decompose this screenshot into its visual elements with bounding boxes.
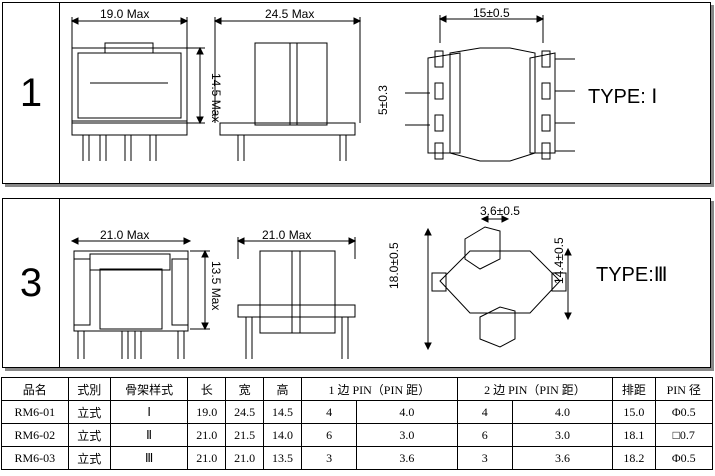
dim-width: 19.0 Max (100, 7, 149, 21)
cell: 3.0 (511, 423, 614, 447)
cell: 4 (456, 400, 513, 424)
cell: 6 (301, 423, 358, 447)
dim-right: 14.4±0.5 (552, 237, 566, 284)
type-3-drawing: 21.0 Max 13.5 Max 21.0 Max 3.6 (70, 204, 668, 359)
cell: 4.0 (356, 400, 458, 424)
front-view (70, 237, 210, 359)
side-view (213, 17, 362, 161)
dim-pin-spacing: 5±0.3 (376, 85, 390, 115)
cell: 19.0 (187, 400, 227, 424)
col-header: 式別 (67, 377, 111, 401)
cell: 3.0 (356, 423, 458, 447)
dim-pin-spacing: 3.6±0.5 (480, 204, 520, 218)
cell: 21.0 (187, 446, 227, 470)
cell: 15.0 (612, 400, 656, 424)
cell: 3 (301, 446, 358, 470)
col-header: PIN 径 (654, 377, 714, 401)
table-row: RM6-01 立式 Ⅰ 19.0 24.5 14.5 4 4.0 4 4.0 1… (1, 400, 714, 424)
dim-height: 13.5 Max (209, 261, 223, 310)
cell: RM6-03 (1, 446, 69, 470)
table-row: RM6-03 立式 Ⅲ 21.0 21.0 13.5 3 3.6 3 3.6 1… (1, 446, 714, 470)
bottom-view (424, 215, 572, 351)
cell: 立式 (67, 446, 111, 470)
drawing-panel-type-1: 1 19.0 Max 14.5 Max (2, 2, 711, 184)
cell: 立式 (67, 400, 111, 424)
col-header: 骨架样式 (109, 377, 189, 401)
panel-number: 3 (3, 199, 60, 367)
cell: 21.0 (187, 423, 227, 447)
cell: 立式 (67, 423, 111, 447)
cell: 4 (301, 400, 358, 424)
panel-number: 1 (3, 3, 60, 183)
dim-pitch: 15±0.5 (473, 6, 510, 20)
side-view (236, 237, 357, 359)
cell: 4.0 (511, 400, 614, 424)
type-1-drawing: 19.0 Max 14.5 Max 24.5 Max (70, 6, 657, 162)
cell: 18.2 (612, 446, 656, 470)
cell: 18.1 (612, 423, 656, 447)
table-row: RM6-02 立式 Ⅱ 21.0 21.5 14.0 6 3.0 6 3.0 1… (1, 423, 714, 447)
dim-height: 14.5 Max (209, 73, 223, 122)
spec-table: 品名 式別 骨架样式 长 宽 高 1 边 PIN（PIN 距） 2 边 PIN（… (1, 377, 714, 470)
front-view (70, 17, 205, 161)
col-header: 排距 (612, 377, 656, 401)
dim-left: 18.0±0.5 (387, 242, 401, 289)
col-header: 品名 (1, 377, 69, 401)
cell: 6 (456, 423, 513, 447)
cell: Φ0.5 (654, 400, 714, 424)
cell: Ⅰ (109, 400, 189, 424)
cell: 3.6 (356, 446, 458, 470)
cell: RM6-02 (1, 423, 69, 447)
dim-depth: 21.0 Max (262, 228, 311, 242)
cell: 21.5 (225, 423, 265, 447)
dim-width: 21.0 Max (100, 228, 149, 242)
col-header: 高 (263, 377, 303, 401)
table-header-row: 品名 式別 骨架样式 长 宽 高 1 边 PIN（PIN 距） 2 边 PIN（… (1, 377, 714, 401)
cell: 3 (456, 446, 513, 470)
cell: 14.0 (263, 423, 303, 447)
type-label: TYPE:Ⅲ (596, 264, 668, 286)
cell: 14.5 (263, 400, 303, 424)
dim-depth: 24.5 Max (265, 7, 314, 21)
cell: Ⅱ (109, 423, 189, 447)
type-label: TYPE: Ⅰ (588, 86, 657, 108)
col-header: 2 边 PIN（PIN 距） (456, 377, 614, 401)
cell: Φ0.5 (654, 446, 714, 470)
col-header: 长 (187, 377, 227, 401)
cell: □0.7 (654, 423, 714, 447)
cell: 21.0 (225, 446, 265, 470)
cell: 13.5 (263, 446, 303, 470)
col-header: 1 边 PIN（PIN 距） (301, 377, 458, 401)
bottom-view (405, 15, 575, 162)
cell: 24.5 (225, 400, 265, 424)
col-header: 宽 (225, 377, 265, 401)
drawing-panel-type-3: 3 21.0 Max 13.5 Max (2, 198, 711, 368)
cell: 3.6 (511, 446, 614, 470)
cell: Ⅲ (109, 446, 189, 470)
cell: RM6-01 (1, 400, 69, 424)
